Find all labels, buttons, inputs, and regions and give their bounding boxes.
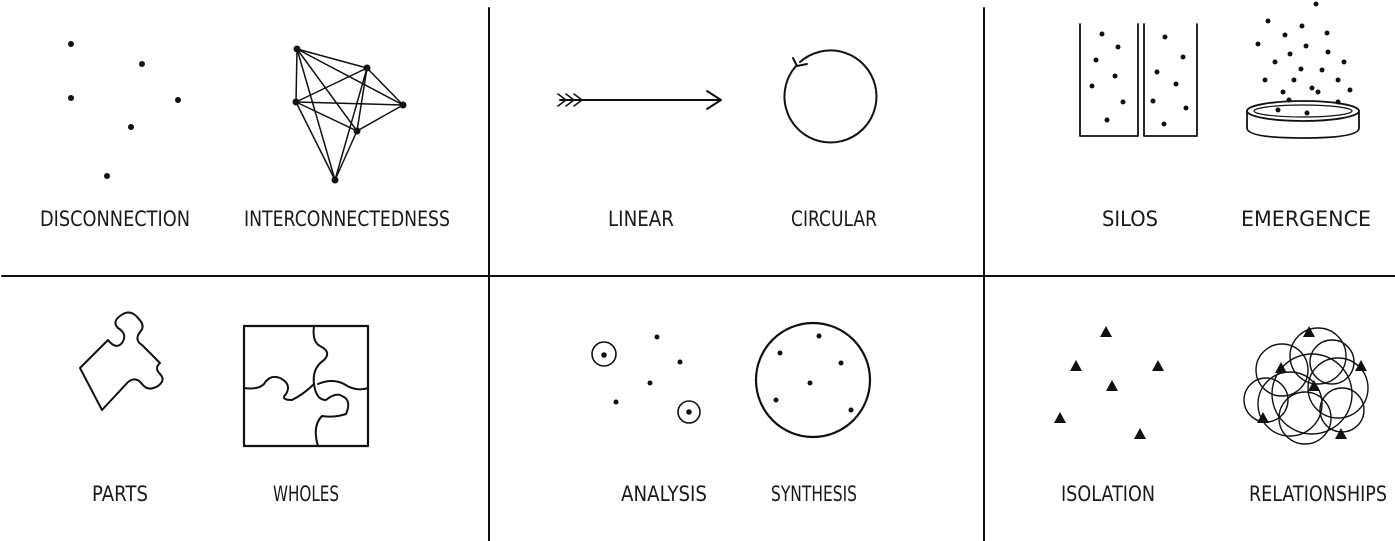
puzzle-piece-icon [80,312,163,410]
panel-structure: SILOS EMERGENCE [1080,2,1371,232]
panel-relation: ISOLATION RELATIONSHIPS [1054,326,1387,506]
label-parts: PARTS [92,482,148,506]
label-emergence: EMERGENCE [1241,207,1371,231]
relationships-icon [1244,326,1368,444]
grid-lines [2,8,1395,541]
circular-icon [784,50,876,142]
label-circular: CIRCULAR [791,207,877,231]
label-isolation: ISOLATION [1061,482,1155,506]
panel-method: ANALYSIS SYNTHESIS [592,323,870,506]
panel-composition: PARTS WHOLES [80,312,368,506]
label-disconnection: DISCONNECTION [40,207,190,231]
wholes-puzzle-icon [244,326,368,446]
isolation-icon [1054,326,1164,439]
interconnectedness-icon [293,46,407,184]
linear-arrow-icon [558,91,721,109]
label-silos: SILOS [1102,207,1158,231]
panel-flow: LINEAR CIRCULAR [558,50,877,231]
analysis-icon [592,335,700,424]
label-linear: LINEAR [608,207,674,231]
panel-connection: DISCONNECTION INTERCONNECTEDNESS [40,41,450,231]
label-analysis: ANALYSIS [621,482,707,506]
label-interconnectedness: INTERCONNECTEDNESS [244,207,450,231]
synthesis-icon [756,323,870,437]
label-relationships: RELATIONSHIPS [1249,482,1387,506]
emergence-icon [1247,2,1359,139]
silos-icon [1080,24,1197,136]
label-synthesis: SYNTHESIS [771,482,857,506]
disconnection-icon [68,41,181,179]
label-wholes: WHOLES [273,482,339,506]
